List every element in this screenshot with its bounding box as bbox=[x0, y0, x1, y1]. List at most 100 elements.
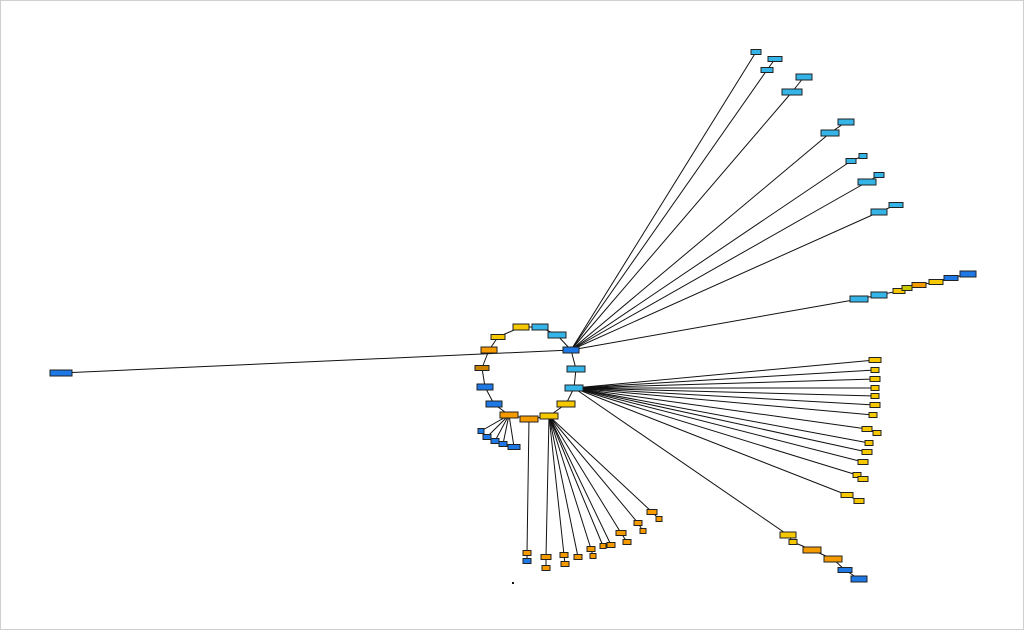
graph-node[interactable] bbox=[531, 323, 549, 331]
graph-node[interactable] bbox=[870, 208, 888, 216]
graph-node[interactable] bbox=[857, 178, 877, 186]
graph-node[interactable] bbox=[482, 434, 492, 440]
edge bbox=[548, 415, 592, 550]
graph-node[interactable] bbox=[522, 558, 532, 564]
graph-node[interactable] bbox=[519, 415, 539, 423]
graph-node[interactable] bbox=[840, 492, 854, 498]
edge bbox=[573, 387, 789, 536]
graph-node[interactable] bbox=[560, 561, 570, 567]
graph-node[interactable] bbox=[795, 73, 813, 81]
graph-node[interactable] bbox=[870, 385, 880, 391]
graph-node[interactable] bbox=[639, 528, 647, 534]
graph-node[interactable] bbox=[888, 202, 904, 208]
edge bbox=[548, 415, 604, 547]
graph-node[interactable] bbox=[779, 531, 797, 539]
graph-node[interactable] bbox=[498, 441, 508, 447]
graph-node[interactable] bbox=[869, 376, 881, 382]
graph-node[interactable] bbox=[566, 365, 586, 373]
graph-node[interactable] bbox=[655, 516, 663, 522]
graph-node[interactable] bbox=[868, 357, 882, 363]
graph-node[interactable] bbox=[573, 554, 583, 560]
edge bbox=[548, 415, 579, 558]
edge bbox=[548, 415, 639, 524]
graph-node[interactable] bbox=[474, 365, 490, 371]
nodes bbox=[49, 49, 977, 584]
graph-node[interactable] bbox=[861, 426, 873, 432]
graph-node[interactable] bbox=[857, 459, 869, 465]
graph-node[interactable] bbox=[781, 88, 803, 96]
graph-node[interactable] bbox=[861, 449, 873, 455]
edge bbox=[526, 418, 530, 554]
graph-node[interactable] bbox=[622, 539, 632, 545]
graph-node[interactable] bbox=[820, 129, 840, 137]
graph-node[interactable] bbox=[870, 393, 880, 399]
graph-node[interactable] bbox=[547, 331, 567, 339]
graph-node[interactable] bbox=[760, 67, 774, 73]
graph-node[interactable] bbox=[959, 270, 977, 278]
graph-node[interactable] bbox=[858, 153, 868, 159]
graph-node[interactable] bbox=[837, 567, 853, 573]
graph-node[interactable] bbox=[750, 49, 762, 55]
graph-node[interactable] bbox=[845, 158, 857, 164]
graph-node[interactable] bbox=[490, 334, 506, 340]
graph-node[interactable] bbox=[767, 56, 783, 62]
graph-node[interactable] bbox=[540, 554, 552, 560]
edge bbox=[573, 387, 870, 444]
graph-node[interactable] bbox=[901, 285, 913, 291]
graph-node[interactable] bbox=[911, 282, 927, 288]
graph-node[interactable] bbox=[480, 346, 498, 354]
graph-node[interactable] bbox=[864, 440, 874, 446]
graph-node[interactable] bbox=[541, 565, 551, 571]
edge bbox=[502, 414, 510, 445]
edge bbox=[508, 414, 515, 448]
graph-node[interactable] bbox=[599, 543, 607, 549]
graph-node[interactable] bbox=[928, 279, 944, 285]
graph-node[interactable] bbox=[564, 384, 584, 392]
graph-node[interactable] bbox=[539, 412, 559, 420]
graph-node[interactable] bbox=[837, 118, 855, 126]
graph-node[interactable] bbox=[873, 172, 885, 178]
graph-node[interactable] bbox=[823, 555, 843, 563]
edge bbox=[573, 387, 864, 463]
graph-node[interactable] bbox=[849, 295, 869, 303]
graph-node[interactable] bbox=[870, 291, 888, 299]
edge bbox=[573, 378, 876, 389]
graph-node[interactable] bbox=[562, 346, 580, 354]
graph-node[interactable] bbox=[633, 520, 643, 526]
graph-node[interactable] bbox=[559, 552, 569, 558]
graph-node[interactable] bbox=[485, 400, 503, 408]
graph-node[interactable] bbox=[476, 383, 494, 391]
graph-node[interactable] bbox=[615, 530, 627, 536]
graph-node[interactable] bbox=[788, 539, 798, 545]
graph-node[interactable] bbox=[802, 546, 822, 554]
graph-node[interactable] bbox=[850, 575, 868, 583]
edge bbox=[548, 415, 622, 534]
graph-node[interactable] bbox=[869, 402, 881, 408]
graph-node[interactable] bbox=[477, 428, 485, 434]
graph-node[interactable] bbox=[852, 472, 862, 478]
graph-node[interactable] bbox=[556, 400, 576, 408]
edge bbox=[548, 415, 612, 546]
edge bbox=[570, 69, 768, 351]
edge bbox=[573, 387, 868, 430]
graph-node[interactable] bbox=[857, 476, 869, 482]
graph-node[interactable] bbox=[870, 367, 880, 373]
graph-node[interactable] bbox=[490, 438, 500, 444]
graph-node[interactable] bbox=[853, 498, 865, 504]
edge bbox=[494, 414, 510, 442]
graph-node[interactable] bbox=[499, 411, 519, 419]
graph-node[interactable] bbox=[943, 275, 959, 281]
graph-node[interactable] bbox=[868, 412, 878, 418]
graph-node[interactable] bbox=[606, 542, 616, 548]
graph-node[interactable] bbox=[589, 553, 597, 559]
edge bbox=[570, 181, 868, 351]
graph-node[interactable] bbox=[49, 369, 73, 377]
graph-node[interactable] bbox=[507, 444, 521, 450]
graph-node[interactable] bbox=[522, 550, 532, 556]
edge bbox=[570, 132, 831, 351]
graph-node[interactable] bbox=[512, 323, 530, 331]
graph-node[interactable] bbox=[646, 509, 658, 515]
graph-node[interactable] bbox=[872, 430, 882, 436]
graph-node[interactable] bbox=[586, 546, 596, 552]
